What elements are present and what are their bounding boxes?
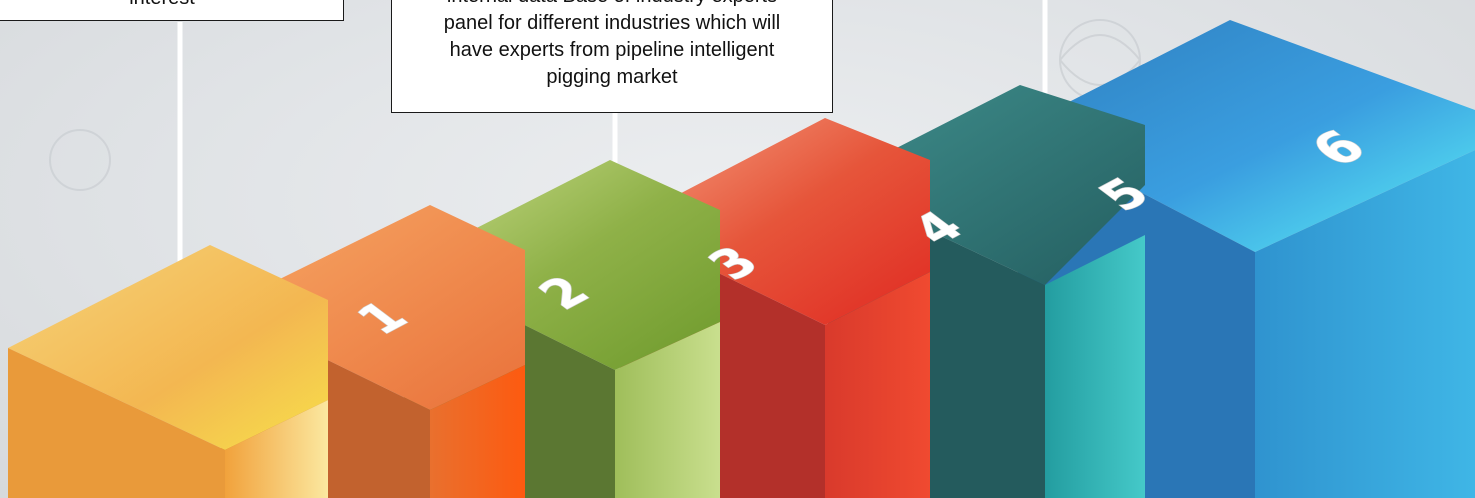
callout-step-1-line: interest bbox=[0, 0, 343, 12]
callout-step-1: interest bbox=[0, 0, 344, 21]
step-1 bbox=[8, 245, 328, 498]
callout-step-3: internal data Base of industry experts p… bbox=[391, 0, 833, 113]
callout-step-3-line-4: pigging market bbox=[546, 66, 678, 88]
callout-step-3-line-1: internal data Base of industry experts bbox=[392, 0, 832, 10]
callout-step-3-line-2: panel for different industries which wil… bbox=[443, 12, 781, 34]
callout-step-3-line-3: have experts from pipeline intelligent bbox=[449, 39, 775, 61]
